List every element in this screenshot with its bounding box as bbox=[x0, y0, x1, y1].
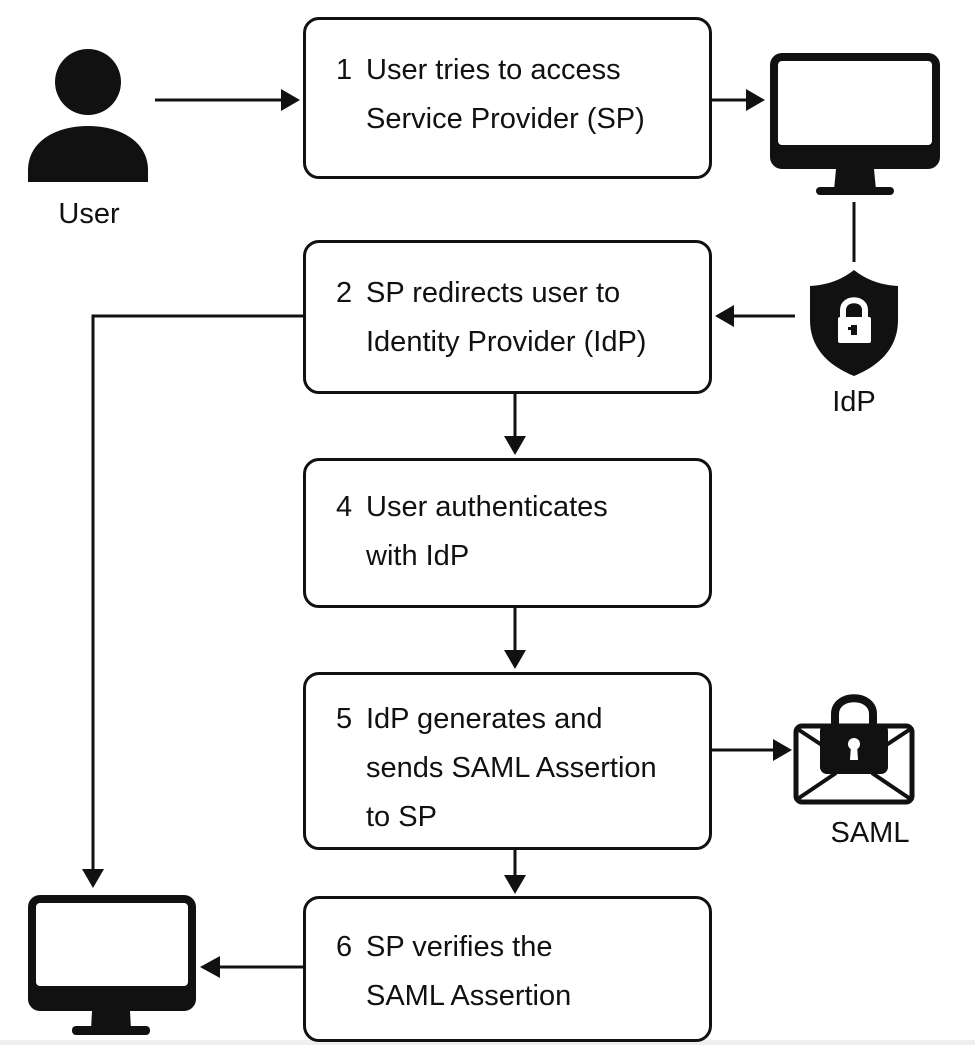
step-number: 1 bbox=[336, 54, 353, 86]
step-number: 4 bbox=[336, 491, 353, 523]
step-text-line: Identity Provider (IdP) bbox=[366, 326, 647, 358]
step-text-line: SP verifies the bbox=[366, 931, 553, 963]
shield-lock-icon bbox=[810, 270, 898, 376]
step-number: 2 bbox=[336, 277, 353, 309]
step-number: 5 bbox=[336, 703, 353, 735]
monitor-icon bbox=[28, 895, 196, 1035]
arrowhead bbox=[504, 436, 526, 455]
step-text-line: SP redirects user to bbox=[366, 277, 621, 309]
step-text-line: IdP generates and bbox=[366, 703, 603, 735]
step-2-box: 2 SP redirects user to Identity Provider … bbox=[303, 240, 712, 394]
step-text-line: User authenticates bbox=[366, 491, 608, 523]
step-number: 6 bbox=[336, 931, 353, 963]
step-4-box: 4 User authenticates with IdP bbox=[303, 458, 712, 608]
step-text-line: User tries to access bbox=[366, 54, 621, 86]
arrowhead bbox=[200, 956, 220, 978]
locked-envelope-icon bbox=[793, 694, 915, 805]
arrowhead bbox=[715, 305, 734, 327]
arrow-step2-to-result-monitor bbox=[91, 314, 303, 872]
step-6-box: 6 SP verifies the SAML Assertion bbox=[303, 896, 712, 1042]
arrowhead bbox=[281, 89, 300, 111]
bottom-edge bbox=[0, 1040, 975, 1045]
step-text-line: to SP bbox=[366, 801, 437, 833]
user-icon bbox=[28, 49, 148, 182]
arrowhead bbox=[746, 89, 765, 111]
arrowhead bbox=[82, 869, 104, 888]
arrowhead bbox=[773, 739, 792, 761]
step-text-line: Service Provider (SP) bbox=[366, 103, 645, 135]
saml-label: SAML bbox=[830, 817, 910, 849]
step-text-line: with IdP bbox=[366, 540, 470, 572]
arrowhead bbox=[504, 875, 526, 894]
step-text-line: sends SAML Assertion bbox=[366, 752, 657, 784]
arrowhead bbox=[504, 650, 526, 669]
step-1-box: 1 User tries to access Service Provider (… bbox=[303, 17, 712, 179]
monitor-icon bbox=[770, 53, 940, 195]
user-label: User bbox=[58, 198, 120, 230]
idp-label: IdP bbox=[832, 386, 876, 418]
step-text-line: SAML Assertion bbox=[366, 980, 572, 1012]
